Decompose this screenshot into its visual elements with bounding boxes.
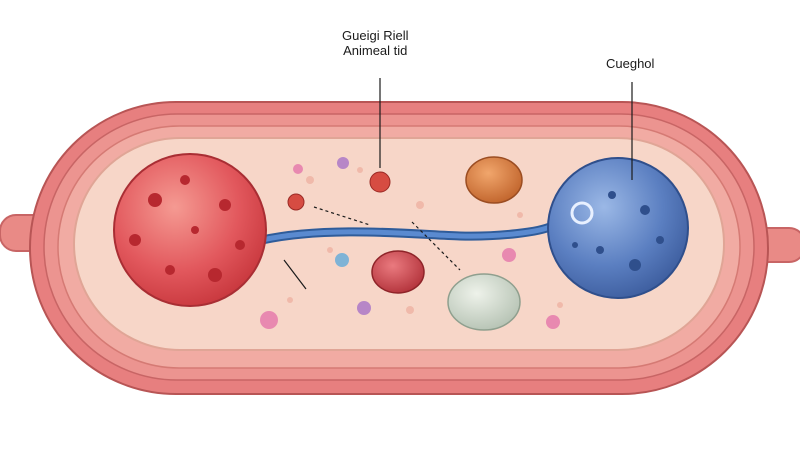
organelle-orange	[465, 156, 523, 204]
top-label-line2: Animeal tid	[343, 43, 408, 58]
top-label-line1: Gueigi Riell	[342, 28, 409, 43]
leader-lines	[283, 78, 633, 290]
blue-spotted-nucleus-icon	[547, 157, 689, 299]
connector-tube	[257, 221, 557, 245]
organelle-red	[371, 250, 425, 294]
organelle-grey	[447, 273, 521, 331]
top-label: Gueigi Riell Animeal tid	[342, 28, 408, 58]
right-label: Cueghol	[606, 56, 655, 71]
red-spotted-nucleus-icon	[113, 153, 267, 307]
vesicles	[260, 157, 560, 329]
